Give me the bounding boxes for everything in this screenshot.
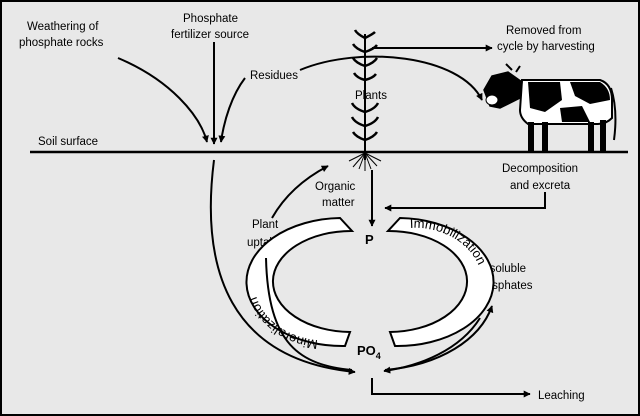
residues-label: Residues xyxy=(250,70,298,82)
decomposition-arrow xyxy=(384,192,546,212)
p-symbol: P xyxy=(365,232,374,247)
decomposition-label-line1: Decomposition xyxy=(502,163,578,175)
leaching-arrow xyxy=(371,378,531,398)
plant-uptake-from-po4-line xyxy=(265,257,353,371)
fertilizer-label-line2: fertilizer source xyxy=(171,29,249,41)
insoluble-return-arrow xyxy=(383,317,481,374)
organic-matter-label-line2: matter xyxy=(322,197,355,209)
removed-label-line1: Removed from xyxy=(506,25,581,37)
residues-arrow xyxy=(218,77,246,143)
roots-icon xyxy=(348,152,382,171)
soil-surface-label: Soil surface xyxy=(38,136,98,148)
plant-uptake-arrow xyxy=(271,165,329,219)
weathering-arrow xyxy=(117,57,209,143)
weathering-label-line1: Weathering of xyxy=(27,21,99,33)
plants-label: Plants xyxy=(355,90,387,102)
immobilization-arc xyxy=(385,216,495,348)
cow-icon xyxy=(483,63,617,152)
plant-icon xyxy=(350,29,380,160)
harvest-arc-arrow xyxy=(299,55,483,101)
plant-uptake-label-line1: Plant xyxy=(252,219,279,231)
organic-matter-label-line1: Organic xyxy=(315,181,356,193)
po4-symbol: PO4 xyxy=(357,343,381,361)
leaching-label: Leaching xyxy=(538,390,585,402)
removed-label-line2: cycle by harvesting xyxy=(497,41,595,53)
decomposition-label-line2: and excreta xyxy=(510,180,571,192)
weathering-label-line2: phosphate rocks xyxy=(19,37,104,49)
po4-subscript: 4 xyxy=(376,351,381,361)
inputs-to-phosphate-arrow xyxy=(209,159,356,375)
fertilizer-label-line1: Phosphate xyxy=(183,13,238,25)
po4-main: PO xyxy=(357,343,376,358)
